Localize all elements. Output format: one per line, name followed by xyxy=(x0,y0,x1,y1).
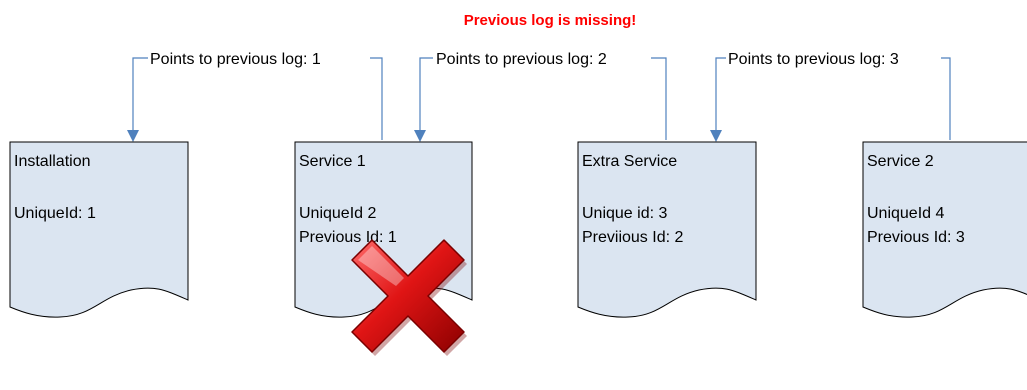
connector-1-line-source xyxy=(370,57,383,140)
document-service-1-id: UniqueId 2 xyxy=(299,205,376,222)
document-installation-id: UniqueId: 1 xyxy=(14,205,96,222)
document-service-2-title: Service 2 xyxy=(867,153,934,170)
document-service-2-id: UniqueId 4 xyxy=(867,205,944,222)
connector-2: Points to previous log: 2 xyxy=(414,51,667,142)
red-x-cross-body xyxy=(351,239,465,353)
connector-2-label: Points to previous log: 2 xyxy=(436,51,607,68)
connector-2-arrowhead xyxy=(414,130,426,142)
connector-1-label: Points to previous log: 1 xyxy=(150,51,321,68)
connector-1: Points to previous log: 1 xyxy=(127,51,383,142)
red-x-cross-icon xyxy=(351,239,467,356)
red-x-cross-highlight xyxy=(358,246,404,286)
document-extra-service-shape xyxy=(577,141,757,318)
document-installation: Installation UniqueId: 1 xyxy=(9,141,189,318)
document-extra-service-prev: Previious Id: 2 xyxy=(582,229,683,246)
connector-3-line-target xyxy=(715,57,726,130)
connector-2-line-source xyxy=(651,57,667,140)
document-service-2: Service 2 UniqueId 4 Previous Id: 3 xyxy=(862,141,1027,318)
document-extra-service-title: Extra Service xyxy=(582,153,677,170)
document-extra-service-id: Unique id: 3 xyxy=(582,205,667,222)
connector-2-line-target xyxy=(419,57,433,130)
document-service-1-title: Service 1 xyxy=(299,153,366,170)
connector-1-arrowhead xyxy=(127,130,139,142)
document-installation-title: Installation xyxy=(14,153,91,170)
document-service-2-prev: Previous Id: 3 xyxy=(867,229,965,246)
connector-3: Points to previous log: 3 xyxy=(710,51,951,142)
connector-1-line-target xyxy=(132,57,148,130)
document-extra-service: Extra Service Unique id: 3 Previious Id:… xyxy=(577,141,757,318)
connector-3-arrowhead xyxy=(710,130,722,142)
document-service-1-prev: Previous Id: 1 xyxy=(299,229,397,246)
connector-3-line-source xyxy=(941,57,951,140)
missing-log-warning: Previous log is missing! xyxy=(464,12,637,29)
connector-3-label: Points to previous log: 3 xyxy=(728,51,899,68)
document-service-2-shape xyxy=(862,141,1027,318)
document-installation-shape xyxy=(9,141,189,318)
